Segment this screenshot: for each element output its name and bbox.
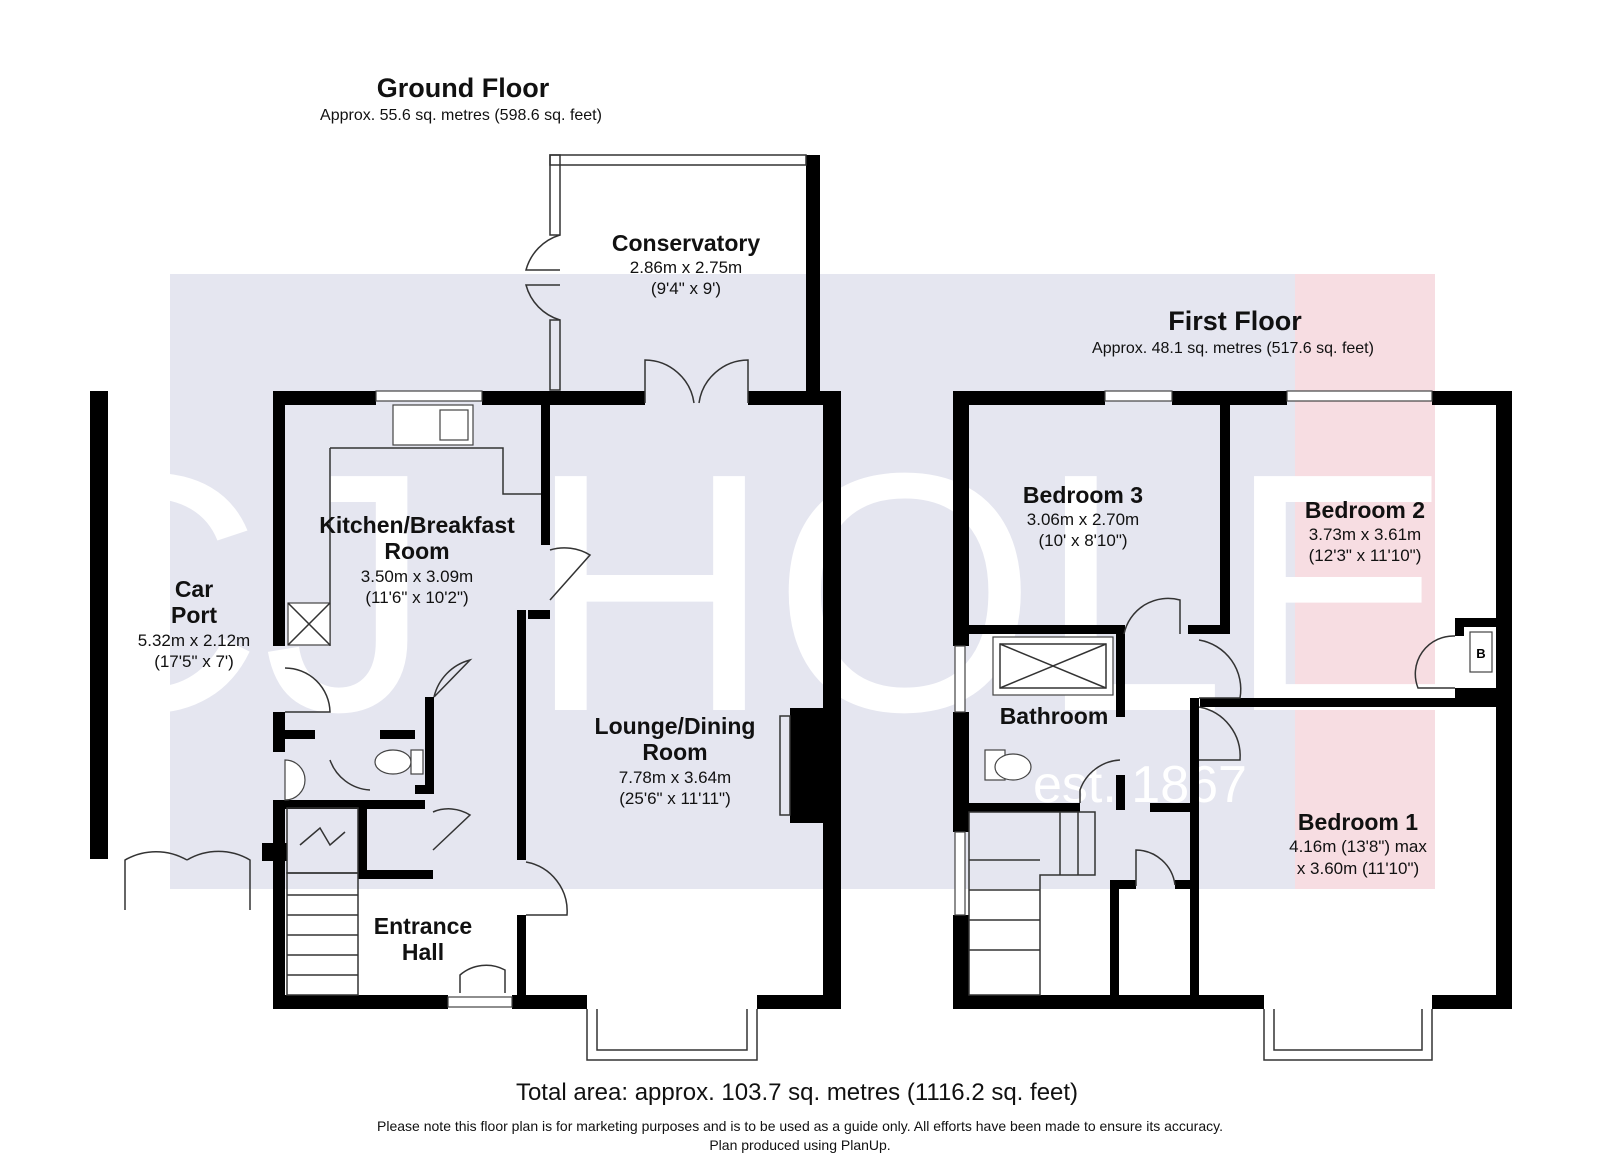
svg-text:Bedroom 3: Bedroom 3 bbox=[1023, 482, 1143, 508]
svg-text:Room: Room bbox=[642, 739, 707, 765]
svg-text:Entrance: Entrance bbox=[374, 913, 472, 939]
ground-floor-title: Ground Floor bbox=[377, 73, 550, 103]
kitchen-fittings bbox=[284, 404, 592, 996]
room-car-port: Car Port 5.32m x 2.12m (17'5" x 7') bbox=[138, 576, 250, 671]
total-area: Total area: approx. 103.7 sq. metres (11… bbox=[516, 1079, 1078, 1106]
room-bedroom-3: Bedroom 3 3.06m x 2.70m (10' x 8'10") bbox=[1023, 482, 1143, 550]
svg-text:Kitchen/Breakfast: Kitchen/Breakfast bbox=[319, 512, 515, 538]
svg-text:Bedroom 2: Bedroom 2 bbox=[1305, 497, 1425, 523]
disclaimer: Please note this floor plan is for marke… bbox=[377, 1118, 1223, 1134]
first-floor-area: Approx. 48.1 sq. metres (517.6 sq. feet) bbox=[1092, 340, 1374, 357]
room-bathroom: Bathroom bbox=[1000, 703, 1109, 729]
svg-text:2.86m x 2.75m: 2.86m x 2.75m bbox=[630, 258, 742, 277]
svg-text:(10' x 8'10"): (10' x 8'10") bbox=[1038, 531, 1127, 550]
first-floor-title: First Floor bbox=[1168, 306, 1302, 336]
svg-text:Hall: Hall bbox=[402, 939, 444, 965]
first-floor-fittings: B bbox=[954, 390, 1493, 1061]
watermark: CJ HOLE est. 1867 bbox=[17, 274, 1453, 889]
svg-text:5.32m x 2.12m: 5.32m x 2.12m bbox=[138, 631, 250, 650]
svg-text:4.16m (13'8") max: 4.16m (13'8") max bbox=[1289, 837, 1427, 856]
svg-text:Room: Room bbox=[384, 538, 449, 564]
svg-text:3.73m x 3.61m: 3.73m x 3.61m bbox=[1309, 525, 1421, 544]
room-conservatory: Conservatory 2.86m x 2.75m (9'4" x 9') bbox=[612, 230, 760, 298]
watermark-accent bbox=[1295, 274, 1435, 889]
boiler-label: B bbox=[1476, 646, 1485, 661]
svg-text:Port: Port bbox=[171, 602, 217, 628]
room-lounge: Lounge/Dining Room 7.78m x 3.64m (25'6" … bbox=[595, 713, 756, 808]
svg-text:(9'4" x 9'): (9'4" x 9') bbox=[651, 279, 721, 298]
svg-text:3.06m x 2.70m: 3.06m x 2.70m bbox=[1027, 510, 1139, 529]
svg-text:Car: Car bbox=[175, 576, 213, 602]
svg-text:x 3.60m (11'10"): x 3.60m (11'10") bbox=[1297, 859, 1419, 878]
svg-text:(12'3" x 11'10"): (12'3" x 11'10") bbox=[1309, 546, 1422, 565]
ground-floor-area: Approx. 55.6 sq. metres (598.6 sq. feet) bbox=[320, 107, 602, 124]
room-bedroom-1: Bedroom 1 4.16m (13'8") max x 3.60m (11'… bbox=[1289, 809, 1427, 878]
conservatory-glazing bbox=[525, 154, 807, 404]
room-kitchen: Kitchen/Breakfast Room 3.50m x 3.09m (11… bbox=[319, 512, 515, 607]
watermark-brand: CJ HOLE bbox=[17, 403, 1453, 783]
svg-text:(25'6" x 11'11"): (25'6" x 11'11") bbox=[619, 789, 731, 808]
svg-text:(17'5" x 7'): (17'5" x 7') bbox=[154, 652, 234, 671]
svg-text:Lounge/Dining: Lounge/Dining bbox=[595, 713, 756, 739]
svg-text:(11'6" x 10'2"): (11'6" x 10'2") bbox=[365, 588, 468, 607]
svg-text:3.50m x 3.09m: 3.50m x 3.09m bbox=[361, 567, 473, 586]
ground-floor-walls bbox=[90, 155, 841, 1009]
svg-text:Bedroom 1: Bedroom 1 bbox=[1298, 809, 1418, 835]
credit: Plan produced using PlanUp. bbox=[709, 1137, 890, 1153]
svg-text:Bathroom: Bathroom bbox=[1000, 703, 1109, 729]
room-bedroom-2: Bedroom 2 3.73m x 3.61m (12'3" x 11'10") bbox=[1305, 497, 1425, 565]
room-entrance-hall: Entrance Hall bbox=[374, 913, 472, 965]
ground-floor-windows bbox=[124, 390, 758, 1061]
first-floor-walls bbox=[953, 391, 1512, 1009]
svg-text:Conservatory: Conservatory bbox=[612, 230, 760, 256]
svg-text:7.78m x 3.64m: 7.78m x 3.64m bbox=[619, 768, 731, 787]
